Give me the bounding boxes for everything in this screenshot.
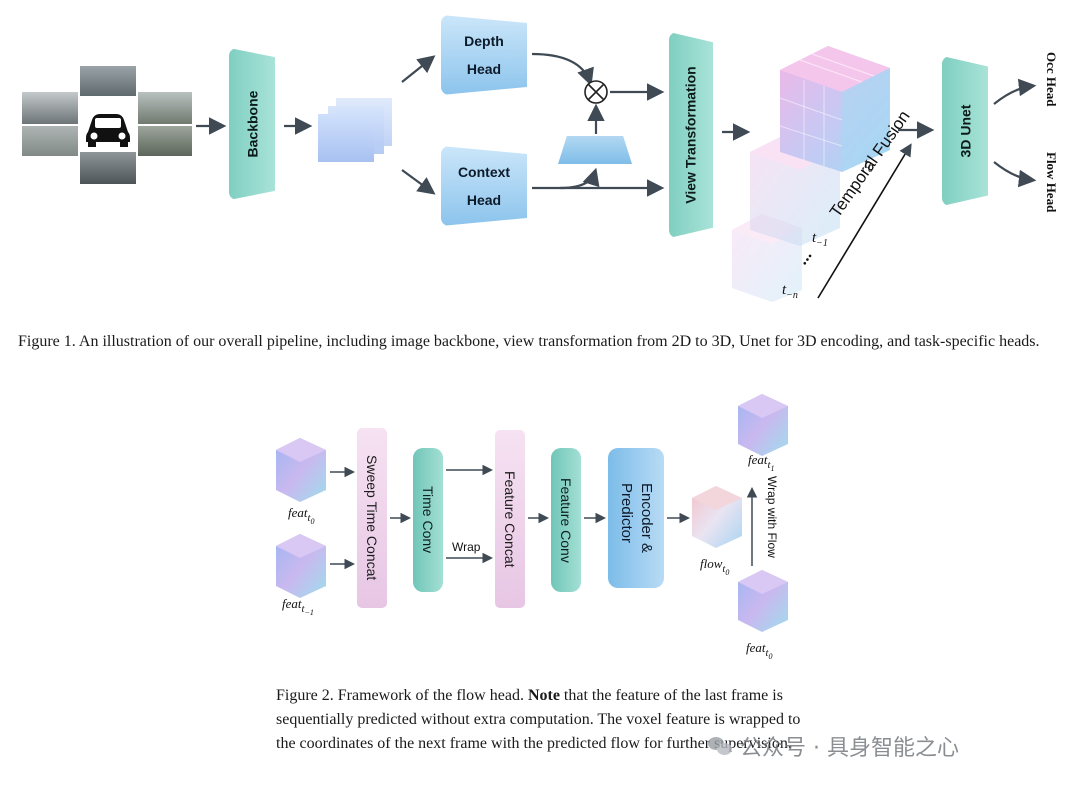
figure-2-cubes: [276, 394, 788, 632]
flow-head-label: Flow Head: [1044, 152, 1059, 213]
context-projection-block: [558, 136, 632, 164]
wechat-icon: [708, 735, 734, 757]
voxel-cubes-temporal: [732, 46, 890, 302]
depth-head-label-line2: Head: [466, 61, 502, 77]
backbone-block: Backbone: [229, 48, 275, 200]
time-conv-label: Time Conv: [420, 486, 436, 554]
watermark: 公众号 · 具身智能之心: [708, 730, 959, 762]
camera-image-back-left: [22, 126, 78, 156]
time-label-t-minus-1: t−1: [812, 230, 828, 249]
arrow-temporal-fusion: [817, 143, 912, 299]
camera-image-front-right: [138, 92, 192, 124]
sweep-time-concat-label: Sweep Time Concat: [364, 455, 380, 581]
camera-image-back-right: [138, 126, 192, 156]
cube-feat-t0-right: [738, 570, 788, 632]
context-head-label-line2: Head: [466, 192, 502, 208]
wrap-with-flow-label: Wrap with Flow: [765, 476, 779, 558]
camera-image-back: [80, 152, 136, 184]
encoder-predictor-block: Encoder &Predictor: [608, 448, 664, 588]
arrow-features-to-depth: [401, 55, 436, 83]
feature-concat-block: Feature Concat: [495, 430, 525, 608]
label-flow-t0: flowt0: [700, 556, 730, 577]
occ-head-label: Occ Head: [1044, 52, 1059, 107]
camera-image-front: [80, 66, 136, 96]
feature-concat-label: Feature Concat: [502, 470, 518, 568]
unet-3d-block: 3D Unet: [942, 56, 988, 206]
figure-2-arrows: [330, 464, 758, 570]
context-head-label-line1: Context: [457, 164, 511, 180]
wrap-label: Wrap: [452, 540, 481, 554]
depth-head-label-line1: Depth: [464, 33, 504, 49]
camera-images-mosaic: [22, 66, 192, 184]
encoder-predictor-label: Encoder &Predictor: [618, 482, 655, 554]
feature-conv-label: Feature Conv: [558, 477, 574, 563]
arrow-unet-to-flow: [993, 161, 1037, 188]
time-conv-block: Time Conv: [413, 448, 443, 592]
feature-conv-block: Feature Conv: [551, 448, 581, 592]
figure-2-caption: Figure 2. Framework of the flow head. No…: [276, 687, 801, 752]
label-feat-t-minus-1: featt−1: [282, 596, 314, 617]
watermark-text: 公众号 · 具身智能之心: [740, 736, 959, 761]
cube-feat-t0-left: [276, 438, 326, 502]
label-feat-t0-left: featt0: [288, 505, 315, 526]
context-head-block: Context Head: [441, 146, 527, 226]
figure-1-caption: Figure 1. An illustration of our overall…: [18, 333, 1040, 350]
arrow-unet-to-occ: [993, 78, 1037, 105]
arrow-context-to-projection: [559, 167, 600, 190]
cube-feat-t1: [738, 394, 788, 456]
voxel-cube-t0: [779, 46, 890, 172]
figure-1-arrows: [196, 52, 1037, 299]
multiply-operator: [584, 80, 608, 104]
cube-feat-t-minus-1: [276, 534, 326, 598]
sweep-time-concat-block: Sweep Time Concat: [357, 428, 387, 608]
camera-image-front-left: [22, 92, 78, 124]
label-feat-t1: featt1: [748, 452, 775, 473]
arrow-features-to-context: [401, 169, 436, 195]
arrow-depth-to-multiply: [531, 52, 594, 87]
label-feat-t0-right: featt0: [746, 640, 773, 661]
time-label-t-minus-n: t−n: [782, 282, 798, 301]
car-icon: [80, 98, 136, 152]
view-transformation-block: View Transformation: [669, 32, 713, 238]
cube-flow-t0: [692, 486, 742, 548]
time-label-t0: t0: [864, 156, 874, 175]
depth-head-block: Depth Head: [441, 15, 527, 95]
